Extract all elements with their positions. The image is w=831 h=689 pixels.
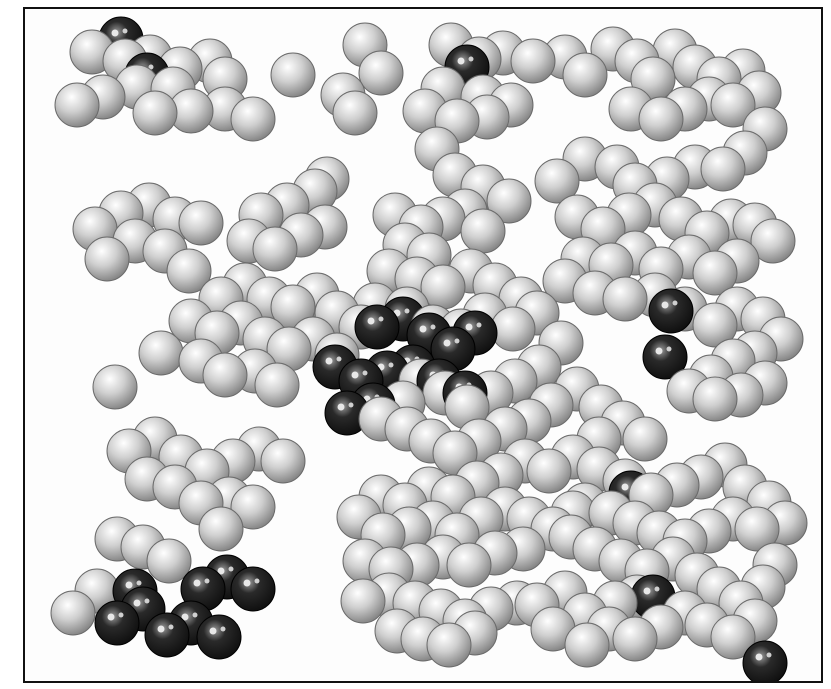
white-sphere xyxy=(563,53,607,97)
dark-sphere xyxy=(355,305,399,349)
dark-sphere xyxy=(145,613,189,657)
white-sphere xyxy=(341,579,385,623)
white-sphere xyxy=(51,591,95,635)
dark-sphere xyxy=(197,615,241,659)
white-sphere xyxy=(693,377,737,421)
white-sphere xyxy=(261,439,305,483)
white-sphere xyxy=(93,365,137,409)
white-sphere xyxy=(359,51,403,95)
white-sphere xyxy=(527,449,571,493)
white-sphere xyxy=(199,507,243,551)
white-sphere xyxy=(253,227,297,271)
white-sphere xyxy=(511,39,555,83)
white-sphere xyxy=(613,617,657,661)
white-sphere xyxy=(55,83,99,127)
white-sphere xyxy=(139,331,183,375)
white-sphere xyxy=(255,363,299,407)
particle-scene xyxy=(25,9,821,681)
white-sphere xyxy=(565,623,609,667)
dark-sphere xyxy=(95,601,139,645)
white-sphere xyxy=(639,97,683,141)
white-sphere xyxy=(271,53,315,97)
white-sphere xyxy=(85,237,129,281)
white-sphere xyxy=(203,353,247,397)
dark-sphere xyxy=(743,641,787,681)
white-sphere xyxy=(623,417,667,461)
white-sphere xyxy=(427,623,471,667)
white-sphere xyxy=(133,91,177,135)
dark-sphere xyxy=(649,289,693,333)
white-sphere xyxy=(231,97,275,141)
white-sphere xyxy=(461,209,505,253)
white-sphere xyxy=(491,307,535,351)
white-sphere xyxy=(333,91,377,135)
white-sphere xyxy=(603,277,647,321)
white-sphere xyxy=(701,147,745,191)
dark-sphere xyxy=(231,567,275,611)
figure-frame xyxy=(23,7,823,683)
white-sphere xyxy=(179,201,223,245)
white-sphere xyxy=(447,543,491,587)
